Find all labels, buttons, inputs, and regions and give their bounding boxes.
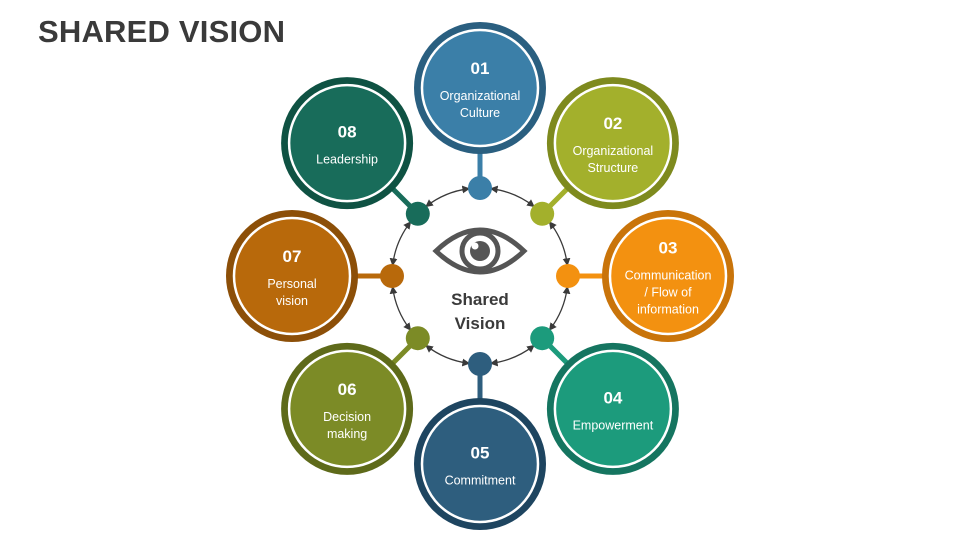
- node-number-02: 02: [603, 114, 622, 133]
- node-number-07: 07: [283, 247, 302, 266]
- node-circles: 01OrganizationalCulture02OrganizationalS…: [226, 22, 734, 530]
- node-label-06: making: [327, 427, 367, 441]
- node-circle-08: [287, 83, 407, 203]
- center-label-line2: Vision: [455, 314, 506, 333]
- cycle-arrow: [389, 221, 412, 267]
- center-label-line1: Shared: [451, 290, 509, 309]
- cycle-arrow: [489, 185, 535, 208]
- cycle-arrows: [389, 185, 571, 367]
- node-number-04: 04: [603, 388, 622, 407]
- cycle-arrow: [548, 221, 571, 267]
- node-circle-05: [420, 404, 540, 524]
- node-number-06: 06: [338, 380, 357, 399]
- node-label-01: Culture: [460, 106, 500, 120]
- connector-dot-01: [468, 176, 492, 200]
- node-label-08: Leadership: [316, 153, 378, 167]
- node-circle-04: [553, 349, 673, 469]
- node-number-01: 01: [471, 59, 490, 78]
- eye-icon: [432, 227, 528, 275]
- node-label-06: Decision: [323, 410, 371, 424]
- node-label-01: Organizational: [440, 89, 521, 103]
- node-label-07: vision: [276, 294, 308, 308]
- node-circle-03: [608, 216, 728, 336]
- node-circle-02: [553, 83, 673, 203]
- node-label-03: information: [637, 303, 699, 317]
- connector-dot-04: [530, 326, 555, 351]
- node-number-05: 05: [471, 444, 490, 463]
- node-number-08: 08: [338, 123, 357, 142]
- cycle-arrow: [489, 344, 535, 367]
- node-label-03: Communication: [625, 269, 712, 283]
- node-number-03: 03: [659, 239, 678, 258]
- connector-dot-08: [405, 201, 430, 226]
- node-circle-07: [232, 216, 352, 336]
- cycle-arrow: [425, 344, 471, 367]
- node-label-02: Organizational: [573, 144, 654, 158]
- page-title: SHARED VISION: [38, 14, 286, 49]
- node-circle-01: [420, 28, 540, 148]
- connector-dot-02: [530, 201, 555, 226]
- cycle-arrow: [389, 285, 412, 331]
- connector-dot-05: [468, 352, 492, 376]
- connector-dot-03: [556, 264, 580, 288]
- node-label-02: Structure: [588, 161, 639, 175]
- connector-dot-06: [405, 326, 430, 351]
- cycle-arrow: [425, 185, 471, 208]
- node-label-05: Commitment: [445, 474, 516, 488]
- node-label-07: Personal: [267, 277, 316, 291]
- connector-dot-07: [380, 264, 404, 288]
- cycle-arrow: [548, 285, 571, 331]
- node-circle-06: [287, 349, 407, 469]
- node-label-03: / Flow of: [644, 286, 692, 300]
- node-label-04: Empowerment: [573, 418, 654, 432]
